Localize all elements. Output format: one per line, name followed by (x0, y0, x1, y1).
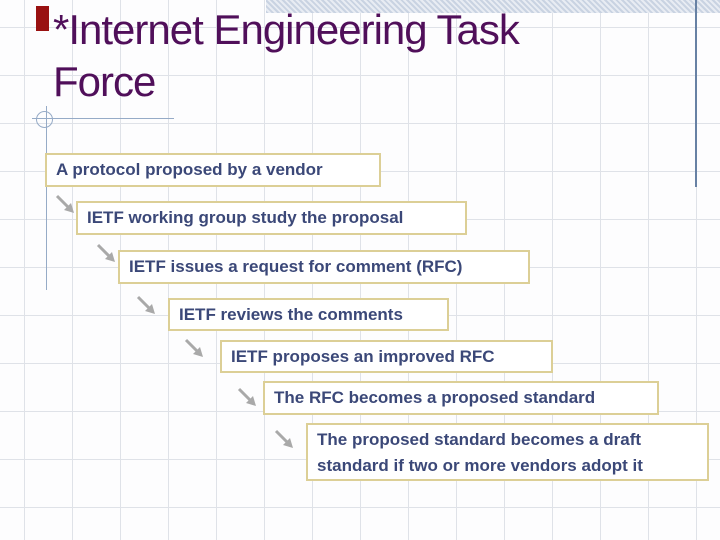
title-underline-rule (32, 118, 174, 119)
step-box-draft-standard: The proposed standard becomes a draft st… (306, 423, 709, 481)
step-box-vendor-proposal: A protocol proposed by a vendor (45, 153, 381, 187)
right-vertical-rule (695, 0, 697, 187)
arrow-down-right-icon (274, 429, 293, 448)
slide-title: *Internet Engineering Task Force (53, 6, 520, 105)
circle-ornament-icon (36, 111, 53, 128)
arrow-down-right-icon (136, 295, 155, 314)
arrow-down-right-icon (184, 338, 203, 357)
step-box-working-group-study: IETF working group study the proposal (76, 201, 467, 235)
step-box-improved-rfc: IETF proposes an improved RFC (220, 340, 553, 373)
left-vertical-rule (46, 106, 47, 290)
step-box-issues-rfc: IETF issues a request for comment (RFC) (118, 250, 530, 284)
arrow-down-right-icon (96, 243, 115, 262)
step-box-proposed-standard: The RFC becomes a proposed standard (263, 381, 659, 415)
top-hatched-band (266, 0, 720, 13)
arrow-down-right-icon (237, 387, 256, 406)
step-box-reviews-comments: IETF reviews the comments (168, 298, 449, 331)
arrow-down-right-icon (55, 194, 74, 213)
red-accent-rectangle (36, 6, 49, 31)
